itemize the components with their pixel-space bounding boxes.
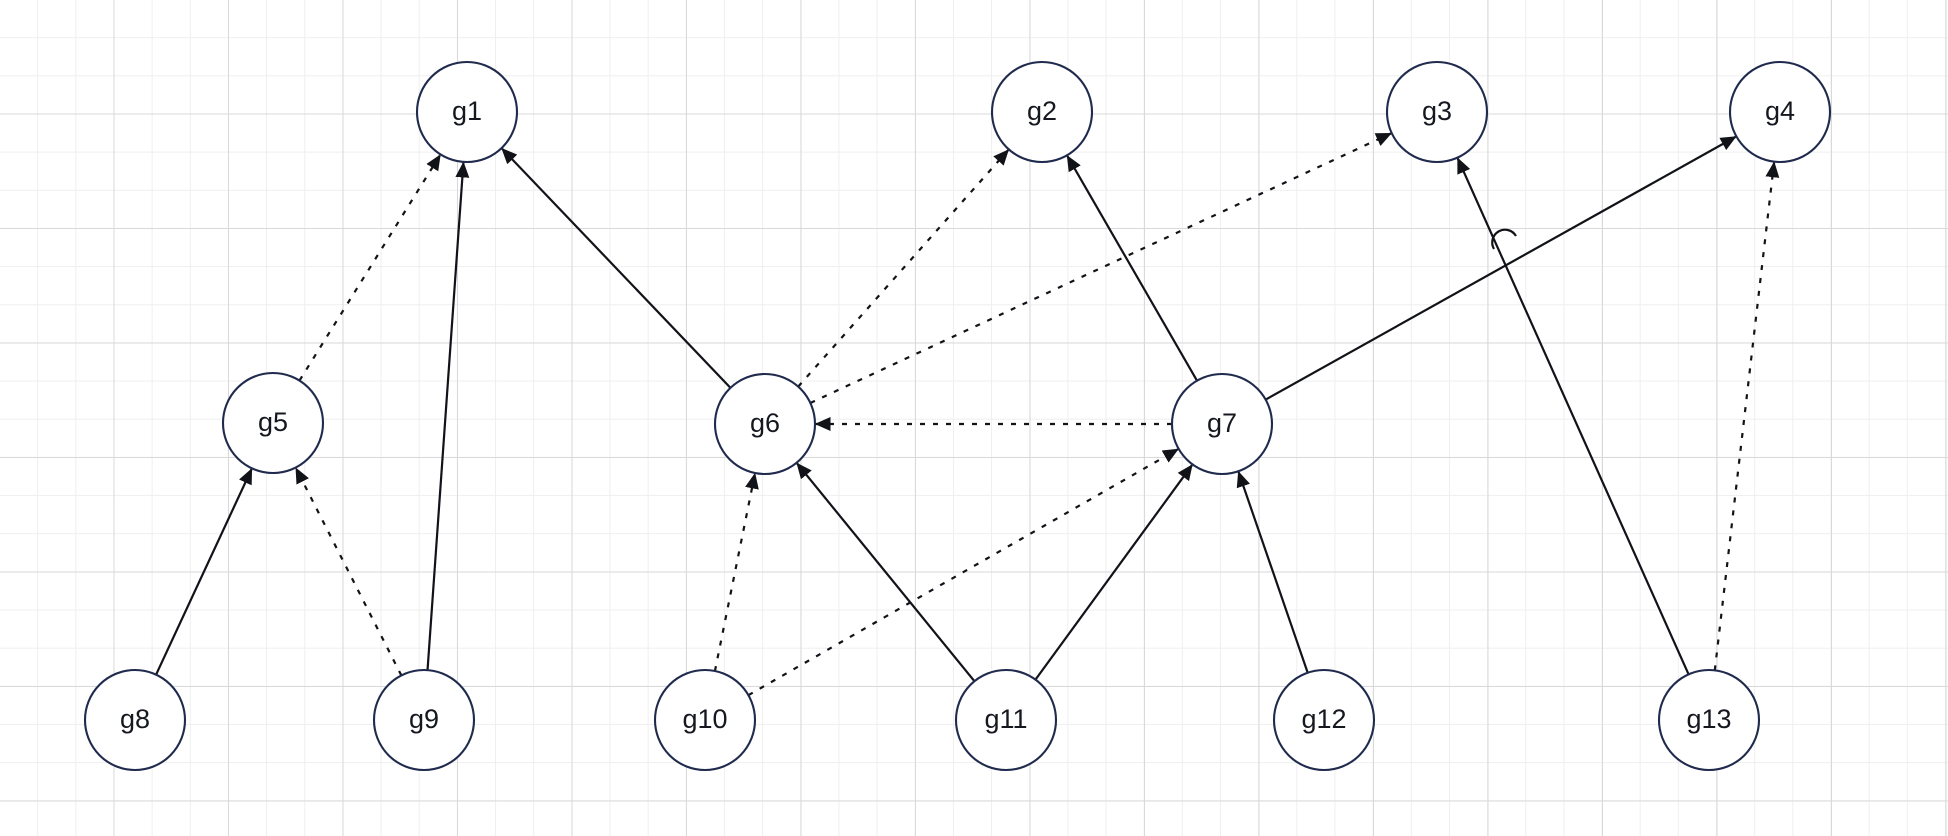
node-g3[interactable]: g3 xyxy=(1385,60,1489,164)
edge-g6-to-g3[interactable] xyxy=(809,132,1392,404)
nodes-layer: g1 g2 g3 g4 g5 g6 g7 g8 g9 g10 g11 g12 g13 xyxy=(83,60,1832,772)
node-g2[interactable]: g2 xyxy=(990,60,1094,164)
node-g9[interactable]: g9 xyxy=(372,668,476,772)
node-circle-g10[interactable] xyxy=(653,668,757,772)
edges-layer xyxy=(155,132,1780,697)
node-circle-g9[interactable] xyxy=(372,668,476,772)
node-circle-g12[interactable] xyxy=(1272,668,1376,772)
node-g1[interactable]: g1 xyxy=(415,60,519,164)
node-circle-g3[interactable] xyxy=(1385,60,1489,164)
node-g10[interactable]: g10 xyxy=(653,668,757,772)
edge-g5-to-g1[interactable] xyxy=(298,154,441,382)
node-circle-g4[interactable] xyxy=(1728,60,1832,164)
line-jumps-layer xyxy=(1491,228,1517,250)
node-circle-g6[interactable] xyxy=(713,372,817,476)
node-circle-g7[interactable] xyxy=(1170,372,1274,476)
node-g13[interactable]: g13 xyxy=(1657,668,1761,772)
line-jump-1 xyxy=(1491,228,1517,250)
edge-g11-to-g6[interactable] xyxy=(796,462,976,682)
node-circle-g8[interactable] xyxy=(83,668,187,772)
edge-g7-to-g2[interactable] xyxy=(1066,155,1198,382)
edge-g6-to-g2[interactable] xyxy=(797,149,1009,388)
node-circle-g5[interactable] xyxy=(221,371,325,475)
node-g12[interactable]: g12 xyxy=(1272,668,1376,772)
node-circle-g11[interactable] xyxy=(954,668,1058,772)
node-circle-g2[interactable] xyxy=(990,60,1094,164)
edge-g13-to-g4[interactable] xyxy=(1713,161,1780,671)
node-g5[interactable]: g5 xyxy=(221,371,325,475)
edge-g6-to-g1[interactable] xyxy=(501,147,732,389)
edge-g13-to-g3[interactable] xyxy=(1456,157,1690,675)
edge-g7-to-g4[interactable] xyxy=(1265,135,1737,401)
node-g11[interactable]: g11 xyxy=(954,668,1058,772)
edge-g11-to-g7[interactable] xyxy=(1034,464,1193,681)
node-circle-g1[interactable] xyxy=(415,60,519,164)
edge-g9-to-g1[interactable] xyxy=(426,161,470,671)
node-g8[interactable]: g8 xyxy=(83,668,187,772)
node-g6[interactable]: g6 xyxy=(713,372,817,476)
node-circle-g13[interactable] xyxy=(1657,668,1761,772)
node-g7[interactable]: g7 xyxy=(1170,372,1274,476)
node-g4[interactable]: g4 xyxy=(1728,60,1832,164)
edge-g10-to-g6[interactable] xyxy=(713,472,759,672)
edge-g10-to-g7[interactable] xyxy=(747,448,1179,697)
edge-g12-to-g7[interactable] xyxy=(1236,471,1309,674)
edge-g9-to-g5[interactable] xyxy=(295,467,403,676)
edge-g8-to-g5[interactable] xyxy=(155,468,253,676)
